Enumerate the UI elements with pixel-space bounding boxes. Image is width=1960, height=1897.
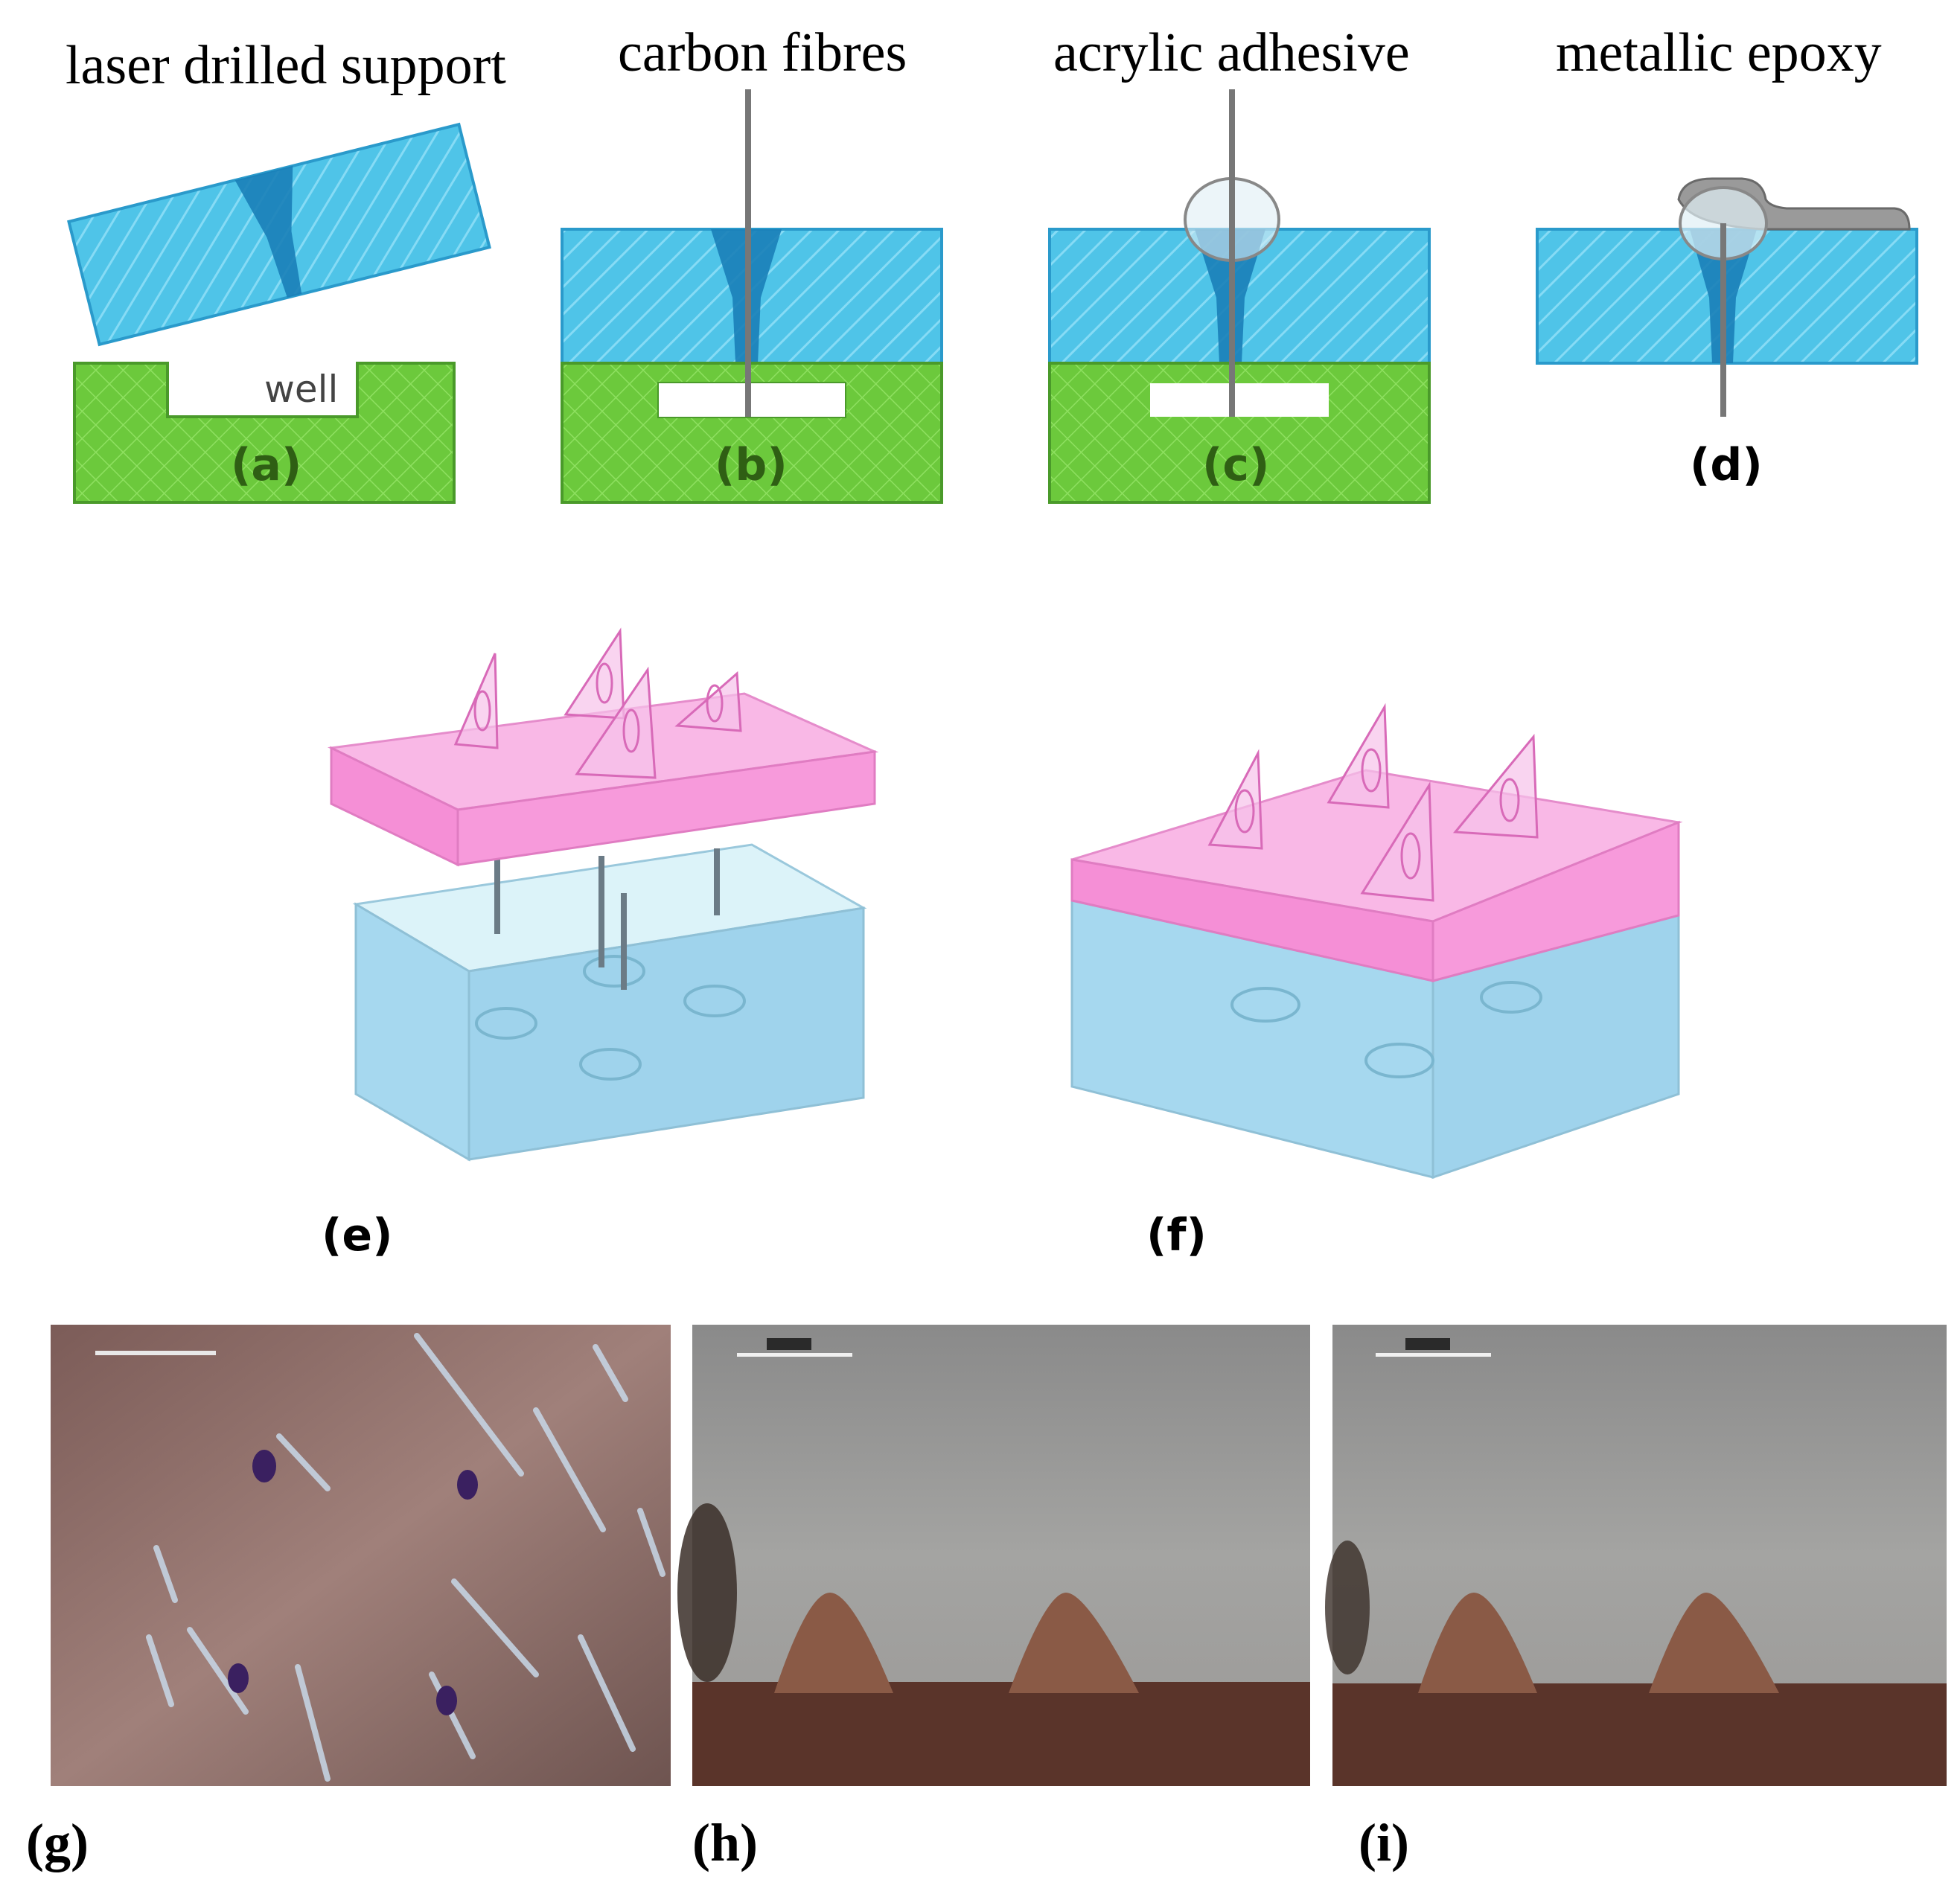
microneedle-cone [774,1593,893,1693]
label-acrylic-adhesive: acrylic adhesive [1053,22,1410,83]
panel-label-c: (c) [1202,439,1269,491]
tapered-hole [234,165,302,298]
panel-label-h: (h) [692,1813,758,1872]
scale-bar [1376,1353,1491,1357]
scale-bar-label [1405,1338,1450,1350]
well-gap [659,383,845,417]
green-base-with-well [1048,362,1431,504]
microneedle [1207,749,1263,850]
panel-label-e: (e) [322,1209,393,1261]
skin-photo [51,1325,671,1786]
panel-label-f: (f) [1146,1209,1207,1261]
panel-label-d: (d) [1690,439,1763,491]
label-metallic-epoxy: metallic epoxy [1556,22,1882,83]
hole-ring [583,955,645,988]
label-laser-drilled-support: laser drilled support [66,35,506,96]
microneedle [1452,733,1539,839]
well-gap [1150,383,1329,417]
microneedle [453,653,499,749]
hole-ring [475,1007,537,1040]
panel-b-diagram: (b) [561,89,943,504]
scale-bar [737,1353,852,1357]
panel-f-diagram: (f) [1070,703,1683,1261]
hole-ring [1480,981,1542,1014]
hole-ring [579,1048,642,1081]
panel-i-photo [1325,1325,1947,1786]
microneedle-cone [1649,1593,1779,1693]
penetration-marks [228,1450,478,1715]
panel-label-b: (b) [715,439,788,491]
blurred-edge [1325,1541,1370,1674]
panel-e-diagram: (e) [322,627,879,1261]
panel-c-diagram: (c) [1048,89,1431,504]
microneedle-cone [1418,1593,1537,1693]
pink-layer-right [1431,820,1680,982]
microneedle [564,627,625,720]
microneedle [575,666,657,779]
substrate [1332,1683,1947,1786]
microneedle [674,671,742,732]
well-label: well [264,368,338,411]
microneedle-cone [1009,1593,1139,1693]
microneedle [1327,703,1390,809]
hair-strands [146,1333,665,1782]
scale-bar [95,1351,216,1355]
panel-h-photo [677,1325,1310,1786]
panel-a-diagram: well (a) [67,122,491,504]
panel-label-a: (a) [231,439,301,491]
panel-g-photo [51,1325,671,1786]
blurred-edge [677,1503,737,1682]
blue-box-right [467,906,865,1161]
green-base-with-well [73,362,456,504]
scale-bar-label [767,1338,811,1350]
panel-d-diagram: (d) [1536,177,1918,491]
hole-ring [1230,987,1300,1023]
label-carbon-fibres: carbon fibres [618,22,907,83]
microneedle [1360,781,1434,902]
pink-layer-right [456,750,876,866]
hole-ring [1364,1043,1434,1078]
hole-ring [683,985,746,1017]
substrate [692,1682,1310,1786]
panel-label-i: (i) [1359,1813,1409,1872]
panel-label-g: (g) [26,1813,89,1872]
